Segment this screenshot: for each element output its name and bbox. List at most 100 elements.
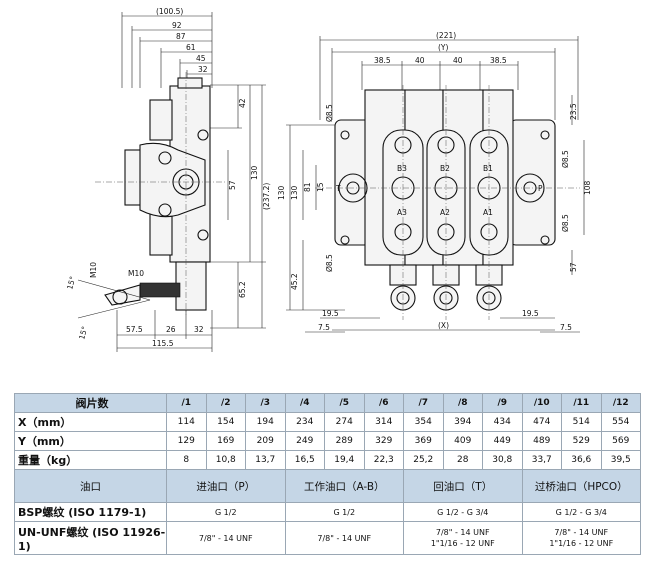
port-header-ab: 工作油口（A-B）: [284, 469, 404, 503]
header-col-11: /11: [561, 393, 602, 413]
side-dim-top-2: 87: [176, 32, 186, 41]
header-section-count: 阀片数: [14, 393, 167, 413]
weight-value: 30,8: [482, 450, 523, 470]
side-dim-bottom-2: 32: [194, 325, 204, 334]
table-row-x: X（mm） 114 154 194 234 274 314 354 394 43…: [14, 412, 641, 432]
x-value: 354: [403, 412, 444, 432]
y-value: 249: [284, 431, 325, 451]
front-dim-bottom-3: 7.5: [318, 323, 330, 332]
front-dim-left-6: 130: [277, 185, 286, 200]
weight-value: 8: [166, 450, 207, 470]
side-view: (100.5) 92 87 61 45 32 42 130 57 (237.2)…: [65, 7, 271, 352]
weight-value: 28: [442, 450, 483, 470]
header-col-6: /6: [363, 393, 404, 413]
port-label-b2: B2: [440, 164, 450, 173]
side-dim-bottom-1: 26: [166, 325, 176, 334]
header-col-4: /4: [284, 393, 325, 413]
front-dim-left-0: Ø8.5: [325, 104, 334, 122]
front-dim-bottom-0: 19.5: [322, 309, 339, 318]
side-port-label-0: M10: [89, 262, 98, 278]
x-value: 194: [245, 412, 286, 432]
weight-value: 36,6: [561, 450, 602, 470]
x-value: 474: [521, 412, 562, 432]
row-label-y: Y（mm）: [14, 431, 167, 451]
side-dim-right-1: 130: [250, 165, 259, 180]
weight-value: 22,3: [363, 450, 404, 470]
unf-hpco: 7/8" - 14 UNF 1"1/16 - 12 UNF: [521, 521, 641, 555]
unf-t-line-1: 7/8" - 14 UNF: [435, 528, 490, 537]
weight-value: 16,5: [284, 450, 325, 470]
y-value: 529: [561, 431, 602, 451]
side-angle-0: 15°: [65, 275, 77, 290]
x-value: 274: [324, 412, 365, 432]
y-value: 129: [166, 431, 207, 451]
table-row-unf: UN-UNF螺纹 (ISO 11926-1) 7/8" - 14 UNF 7/8…: [14, 521, 641, 555]
side-dim-top-0: (100.5): [156, 7, 183, 16]
y-value: 329: [363, 431, 404, 451]
technical-drawing: (100.5) 92 87 61 45 32 42 130 57 (237.2)…: [65, 7, 592, 352]
row-label-weight: 重量（kg）: [14, 450, 167, 470]
y-value: 409: [442, 431, 483, 451]
header-col-8: /8: [442, 393, 483, 413]
table-header-row: 阀片数 /1 /2 /3 /4 /5 /6 /7 /8 /9 /10 /11 /…: [14, 393, 641, 413]
front-view: (221) (Y) 38.5 40 40 38.5 Ø8.5 130 81 15…: [277, 31, 592, 333]
front-dim-left-1: 130: [290, 185, 299, 200]
unf-t-line-2: 1"1/16 - 12 UNF: [430, 539, 495, 548]
weight-value: 10,8: [205, 450, 246, 470]
front-dim-top-0: (221): [436, 31, 456, 40]
table-row-y: Y（mm） 129 169 209 249 289 329 369 409 44…: [14, 431, 641, 451]
specification-table: 阀片数 /1 /2 /3 /4 /5 /6 /7 /8 /9 /10 /11 /…: [14, 393, 641, 555]
front-dim-bottom-4: 7.5: [560, 323, 572, 332]
row-label-bsp: BSP螺纹 (ISO 1179-1): [14, 502, 167, 522]
front-dim-right-4: 57: [569, 262, 578, 272]
table-port-header-row: 油口 进油口（P） 工作油口（A-B） 回油口（T） 过桥油口（HPCO）: [14, 469, 641, 503]
header-col-3: /3: [245, 393, 286, 413]
x-value: 434: [482, 412, 523, 432]
port-label-a1: A1: [483, 208, 493, 217]
unf-hpco-line-2: 1"1/16 - 12 UNF: [549, 539, 614, 548]
port-label-t: T: [335, 184, 341, 193]
y-value: 449: [482, 431, 523, 451]
front-dim-left-2: 81: [303, 182, 312, 192]
y-value: 169: [205, 431, 246, 451]
port-label-a2: A2: [440, 208, 450, 217]
unf-ab: 7/8" - 14 UNF: [284, 521, 404, 555]
x-value: 154: [205, 412, 246, 432]
front-dim-top-3: 40: [415, 56, 425, 65]
side-dim-top-3: 61: [186, 43, 196, 52]
header-col-12: /12: [600, 393, 641, 413]
table-row-weight: 重量（kg） 8 10,8 13,7 16,5 19,4 22,3 25,2 2…: [14, 450, 641, 470]
port-label-p: P: [538, 184, 543, 193]
unf-hpco-line-1: 7/8" - 14 UNF: [554, 528, 609, 537]
port-header-p: 进油口（P）: [166, 469, 286, 503]
bsp-ab: G 1/2: [284, 502, 404, 522]
x-value: 314: [363, 412, 404, 432]
front-dim-left-4: 45.2: [290, 273, 299, 290]
side-dim-right-2: 57: [228, 180, 237, 190]
port-label-b1: B1: [483, 164, 493, 173]
x-value: 394: [442, 412, 483, 432]
weight-value: 33,7: [521, 450, 562, 470]
side-dim-bottom-0: 57.5: [126, 325, 143, 334]
side-dim-right-3: (237.2): [262, 183, 271, 210]
port-header-label: 油口: [14, 469, 167, 503]
front-dim-top-4: 40: [453, 56, 463, 65]
front-dim-bottom-2: (X): [438, 321, 449, 330]
table-row-bsp: BSP螺纹 (ISO 1179-1) G 1/2 G 1/2 G 1/2 - G…: [14, 502, 641, 522]
bsp-p: G 1/2: [166, 502, 286, 522]
header-col-7: /7: [403, 393, 444, 413]
front-dim-top-2: 38.5: [374, 56, 391, 65]
side-dim-right-0: 42: [238, 98, 247, 108]
y-value: 489: [521, 431, 562, 451]
row-label-x: X（mm）: [14, 412, 167, 432]
weight-value: 13,7: [245, 450, 286, 470]
port-label-b3: B3: [397, 164, 407, 173]
x-value: 554: [600, 412, 641, 432]
bsp-t: G 1/2 - G 3/4: [403, 502, 523, 522]
side-dim-top-4: 45: [196, 54, 206, 63]
front-dim-left-5: Ø8.5: [325, 254, 334, 272]
port-label-a3: A3: [397, 208, 407, 217]
front-dim-top-1: (Y): [438, 43, 449, 52]
x-value: 234: [284, 412, 325, 432]
bsp-hpco: G 1/2 - G 3/4: [521, 502, 641, 522]
